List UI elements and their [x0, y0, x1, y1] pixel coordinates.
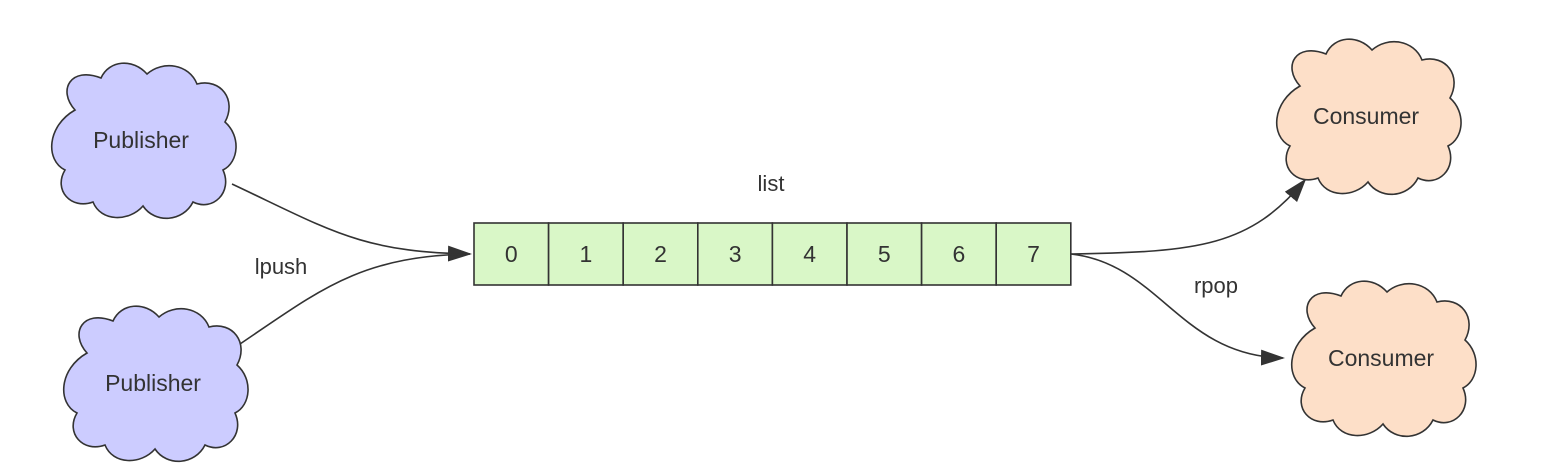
consumer-node-2: Consumer	[1290, 280, 1477, 438]
edge-list-to-consumer1	[1070, 178, 1307, 255]
list-cell: 7	[995, 222, 1072, 286]
list-cell-index: 4	[803, 241, 816, 267]
list-cell-box	[995, 222, 1072, 286]
list-cell: 1	[547, 222, 624, 286]
lpush-label: lpush	[255, 254, 308, 279]
list-cell-index: 3	[729, 241, 742, 267]
list-cell: 4	[771, 222, 848, 286]
list-cell-index: 7	[1027, 241, 1040, 267]
consumer-label: Consumer	[1328, 345, 1434, 371]
publisher-node-1: Publisher	[50, 62, 237, 220]
list-cell-index: 6	[953, 241, 966, 267]
list-cell-box	[846, 222, 923, 286]
publisher-node-2: Publisher	[62, 305, 249, 463]
list-cell: 0	[473, 222, 550, 286]
list-cell-box	[622, 222, 699, 286]
list-cell-index: 5	[878, 241, 891, 267]
list-cell: 5	[846, 222, 923, 286]
list-cell: 6	[920, 222, 997, 286]
edge-publisher2-to-list	[239, 253, 471, 345]
list-cell-index: 2	[654, 241, 667, 267]
list-cell-index: 0	[505, 241, 518, 267]
list-cell: 2	[622, 222, 699, 286]
rpop-label: rpop	[1194, 273, 1238, 298]
list-cell: 3	[696, 222, 774, 286]
publisher-label: Publisher	[93, 127, 189, 153]
edge-publisher1-to-list	[231, 183, 472, 262]
list-node: 0 1 2 3 4 5 6 7	[473, 222, 1072, 286]
list-cell-index: 1	[580, 241, 593, 267]
consumer-node-1: Consumer	[1275, 38, 1462, 196]
publisher-label: Publisher	[105, 370, 201, 396]
consumer-label: Consumer	[1313, 103, 1419, 129]
list-cell-box	[547, 222, 624, 286]
edge-list-to-consumer2	[1070, 253, 1285, 366]
list-label: list	[758, 171, 785, 196]
